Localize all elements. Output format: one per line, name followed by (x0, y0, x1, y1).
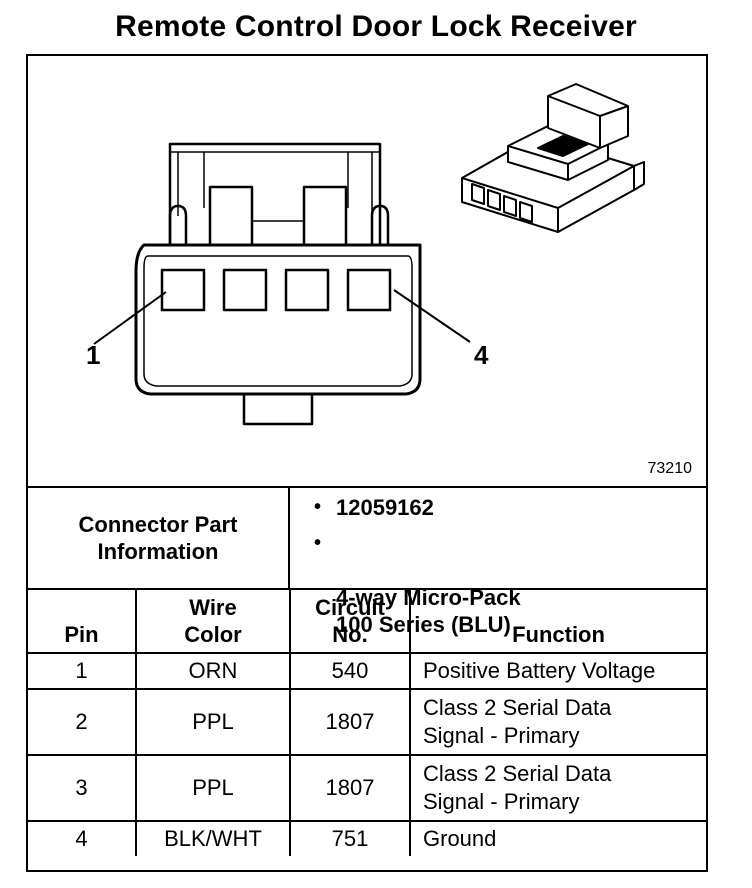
cell-wire-color: ORN (135, 652, 291, 690)
table-row: 2 PPL 1807 Class 2 Serial Data Signal - … (28, 688, 706, 756)
figure-id: 73210 (647, 460, 693, 477)
connector-drawing (93, 83, 645, 426)
header-pin: Pin (28, 590, 137, 654)
connector-body-inner (143, 255, 413, 387)
table-row: 3 PPL 1807 Class 2 Serial Data Signal - … (28, 754, 706, 822)
header-function: Function (409, 590, 706, 654)
cell-pin: 2 (28, 688, 137, 756)
connector-body-outer (134, 243, 422, 396)
connector-info-values: • 12059162 • 4-way Micro-Pack 100 Series… (290, 488, 706, 637)
pin-4-leader (393, 289, 471, 343)
cell-wire-color: PPL (135, 688, 291, 756)
cell-pin: 4 (28, 820, 137, 856)
latch-tab-left (208, 185, 254, 247)
cell-function: Ground (409, 820, 706, 856)
post-right (370, 204, 390, 245)
pin-1-leader (93, 291, 167, 345)
pin-cavity-4 (346, 268, 392, 312)
bullet-icon: • (314, 532, 322, 554)
header-wire-color: Wire Color (135, 590, 291, 654)
cell-circuit: 540 (289, 652, 411, 690)
table-row: 1 ORN 540 Positive Battery Voltage (28, 652, 706, 690)
connector-part-info: Connector Part Information • 12059162 • … (28, 486, 706, 637)
cell-circuit: 751 (289, 820, 411, 856)
cell-pin: 3 (28, 754, 137, 822)
connector-isometric-view (461, 83, 645, 233)
table-row: 4 BLK/WHT 751 Ground (28, 820, 706, 856)
polarizing-key (242, 394, 314, 426)
connector-diagram: 1 4 73210 (28, 56, 706, 486)
pin-cavity-2 (222, 268, 268, 312)
part-number: 12059162 (336, 495, 434, 520)
pinout-header-row: Pin Wire Color Circuit No. Function (28, 590, 706, 654)
cell-function: Class 2 Serial Data Signal - Primary (409, 688, 706, 756)
connector-sheet: 1 4 73210 Connector Part Information • 1… (26, 54, 708, 872)
latch-tab-right (302, 185, 348, 247)
cell-function: Class 2 Serial Data Signal - Primary (409, 754, 706, 822)
cell-wire-color: PPL (135, 754, 291, 822)
pin-4-callout: 4 (474, 340, 489, 370)
cell-wire-color: BLK/WHT (135, 820, 291, 856)
pin-cavity-1 (160, 268, 206, 312)
page-title: Remote Control Door Lock Receiver (115, 10, 637, 43)
part-number-item: • 12059162 (314, 494, 434, 521)
cell-circuit: 1807 (289, 754, 411, 822)
bullet-icon: • (314, 496, 322, 518)
latch-housing (168, 142, 382, 245)
pin-1-callout: 1 (86, 340, 101, 370)
connector-info-label: Connector Part Information (28, 488, 290, 588)
post-left (168, 204, 188, 245)
cell-circuit: 1807 (289, 688, 411, 756)
cell-pin: 1 (28, 652, 137, 690)
header-circuit-no: Circuit No. (289, 590, 411, 654)
pinout-table: Pin Wire Color Circuit No. Function 1 OR… (28, 590, 706, 856)
pin-cavity-3 (284, 268, 330, 312)
cell-function: Positive Battery Voltage (409, 652, 706, 690)
